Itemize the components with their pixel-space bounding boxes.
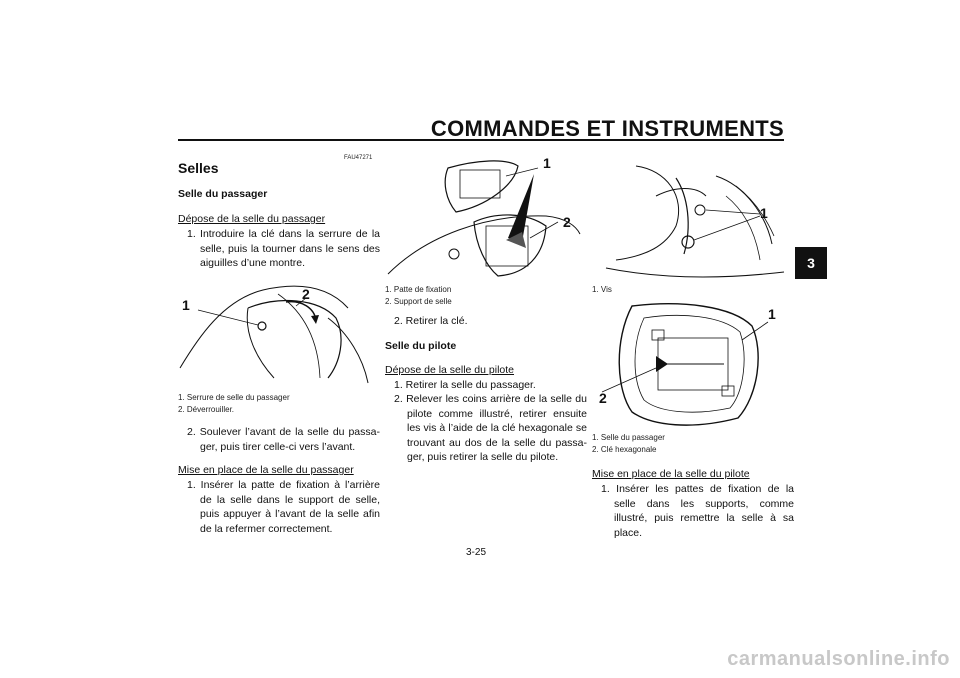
figure-seat-bracket [387,160,581,277]
step-1-insert-key: 1. Introduire la clé dans la serrure de … [187,228,380,269]
install-step-1-passenger: 1. Insérer la patte de fixation à l’arri… [187,479,380,535]
page-number: 3-25 [466,547,487,558]
fig1-caption-2: 2. Déverrouiller. [178,405,235,414]
install-step-1-rider: 1. Insérer les pattes de fixation de la … [601,483,794,539]
fig3-caption-1: 1. Vis [592,285,612,294]
fig2-caption-1: 1. Patte de fixation [385,285,452,294]
header-rule [178,139,784,141]
fig1-callout-2: 2 [302,286,310,302]
site-footer-watermark: carmanualsonline.info [727,648,950,670]
page-header-title: COMMANDES ET INSTRUMENTS [430,116,784,141]
subsection-title-passenger: Selle du passager [178,188,268,200]
fig2-caption-2: 2. Support de selle [385,297,452,306]
fig4-callout-2: 2 [599,390,607,406]
figure-seat-underside [601,303,769,426]
fig1-caption-1: 1. Serrure de selle du passager [178,393,290,402]
removal-heading-rider: Dépose de la selle du pilote [385,364,515,376]
rider-step-2: 2. Relever les coins arrière de la selle… [394,393,587,463]
install-heading-passenger: Mise en place de la selle du passager [178,464,354,476]
section-title: Selles [178,160,219,176]
fig1-callout-1: 1 [182,297,190,313]
fig4-caption-1: 1. Selle du passager [592,433,665,442]
section-code: FAU47271 [344,155,373,161]
step-2-lift-seat: 2. Soulever l’avant de la selle du passa… [187,426,380,453]
install-heading-rider: Mise en place de la selle du pilote [592,468,750,480]
step-2-remove-key: 2. Retirer la clé. [394,315,468,327]
rider-step-1: 1. Retirer la selle du passager. [394,379,536,391]
fig2-callout-1: 1 [543,155,551,171]
figure-seat-screw [605,165,785,278]
figure-passenger-seat-lock [179,285,369,384]
chapter-tab: 3 [795,247,827,279]
removal-heading-passenger: Dépose de la selle du passager [178,213,326,225]
fig4-caption-2: 2. Clé hexagonale [592,445,657,454]
fig4-callout-1: 1 [768,306,776,322]
subsection-title-rider: Selle du pilote [385,340,457,352]
fig3-callout-1: 1 [760,205,768,221]
fig2-callout-2: 2 [563,214,571,230]
